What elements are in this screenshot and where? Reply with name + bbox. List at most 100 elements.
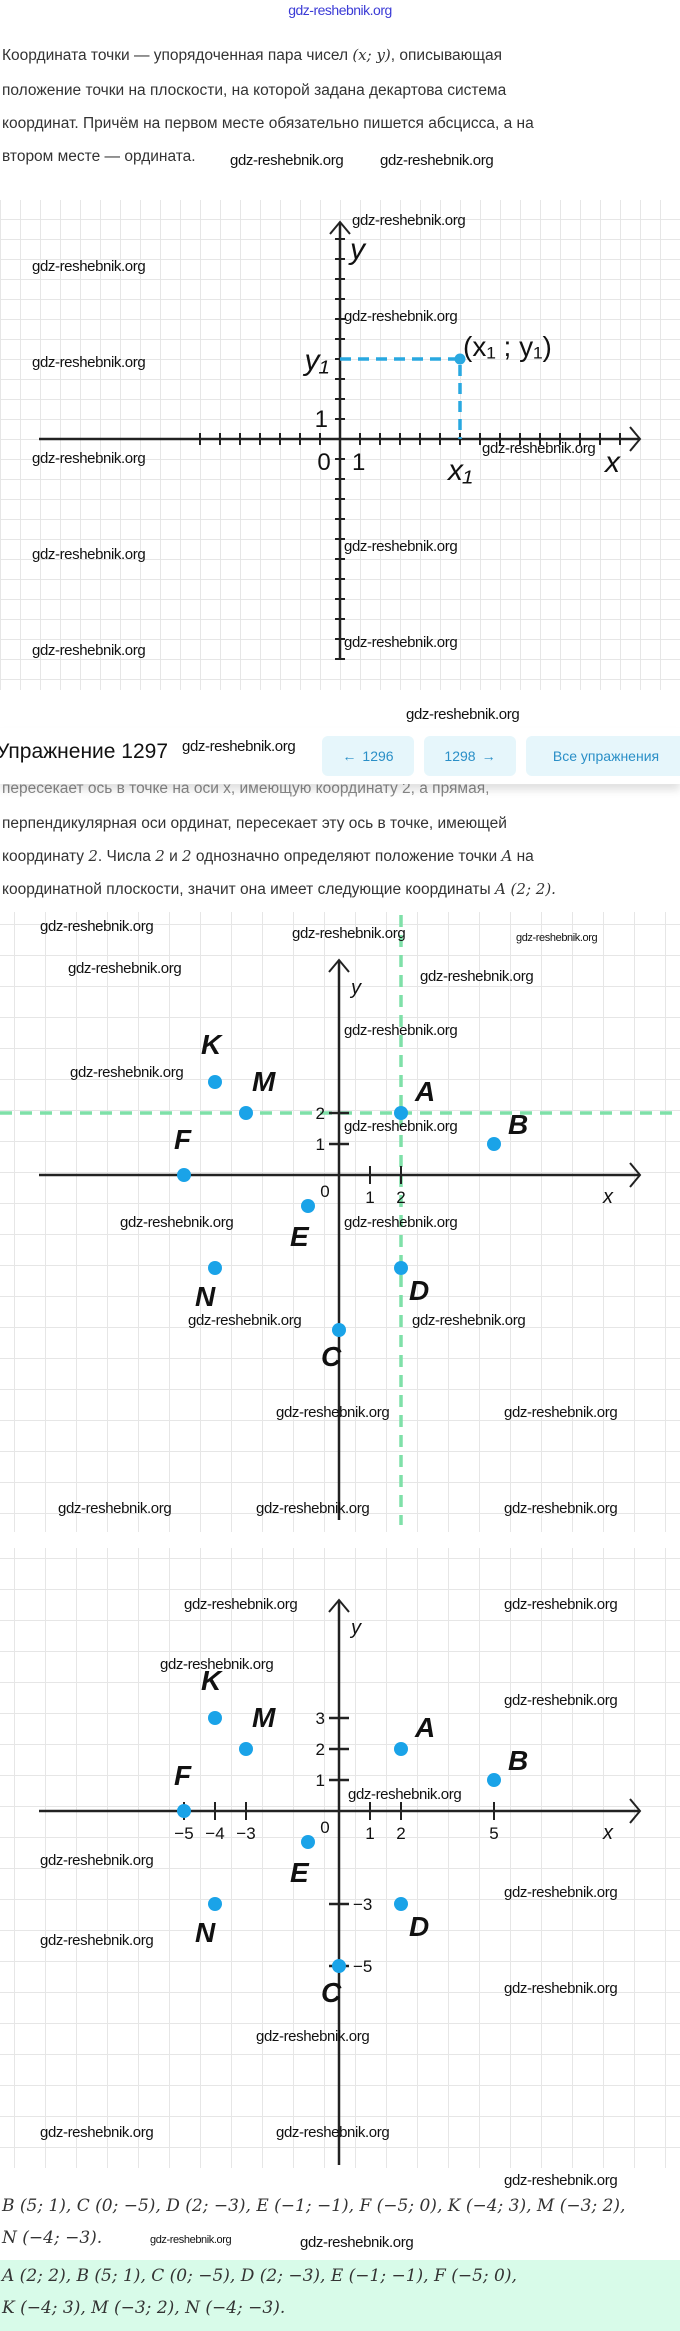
watermark: gdz-reshebnik.org	[150, 2234, 232, 2246]
solution-line-3: координатной плоскости, значит она имеет…	[2, 874, 556, 905]
watermark: gdz-reshebnik.org	[516, 932, 598, 944]
point-d	[394, 1261, 408, 1275]
watermark: gdz-reshebnik.org	[412, 1312, 526, 1329]
watermark: gdz-reshebnik.org	[420, 968, 534, 985]
next-exercise-button[interactable]: 1298 →	[424, 736, 516, 776]
watermark: gdz-reshebnik.org	[344, 1118, 458, 1135]
watermark: gdz-reshebnik.org	[276, 2124, 390, 2141]
y-tick-label: 2	[316, 1104, 325, 1123]
point-e	[301, 1199, 315, 1213]
watermark: gdz-reshebnik.org	[160, 1656, 274, 1673]
watermark: gdz-reshebnik.org	[380, 152, 494, 169]
point-label-n: N	[195, 1281, 216, 1312]
y-tick-label: −5	[353, 1957, 372, 1976]
point-label-e: E	[290, 1857, 310, 1888]
watermark: gdz-reshebnik.org	[32, 450, 146, 467]
point-c	[332, 1323, 346, 1337]
y-arrow-icon	[328, 1598, 350, 1613]
all-exercises-button[interactable]: Все упражнения	[526, 736, 680, 776]
site-watermark[interactable]: gdz-reshebnik.org	[288, 2, 392, 18]
x-tick-label: 2	[396, 1824, 405, 1843]
point-label-a: A	[414, 1712, 435, 1743]
t: и	[164, 848, 183, 865]
watermark: gdz-reshebnik.org	[68, 960, 182, 977]
t: однозначно определяют положение точки	[191, 848, 502, 865]
watermark: gdz-reshebnik.org	[344, 538, 458, 555]
y-tick-label: 1	[316, 1135, 325, 1154]
y-arrow-icon	[329, 220, 351, 235]
point-label-a: A	[414, 1076, 435, 1107]
point-label-k: K	[201, 1029, 223, 1060]
point-marker	[454, 353, 466, 365]
point-e	[301, 1835, 315, 1849]
x-axis-label: x	[602, 1186, 614, 1208]
watermark: gdz-reshebnik.org	[344, 634, 458, 651]
t: координатной плоскости, значит она имеет…	[2, 881, 495, 898]
watermark: gdz-reshebnik.org	[504, 2172, 618, 2189]
x-tick-label: −4	[205, 1824, 224, 1843]
y1-label: y₁	[303, 344, 329, 377]
watermark: gdz-reshebnik.org	[276, 1404, 390, 1421]
y-axis-label: y	[349, 1617, 362, 1639]
answer-line-2: K (−4; 3), M (−3; 2), N (−4; −3).	[2, 2298, 286, 2318]
watermark: gdz-reshebnik.org	[32, 354, 146, 371]
prev-exercise-button[interactable]: ←1296	[322, 736, 414, 776]
point-label-m: M	[252, 1066, 276, 1097]
y-axis-label: y	[348, 233, 367, 266]
m: 2	[155, 847, 165, 865]
watermark: gdz-reshebnik.org	[230, 152, 344, 169]
point-label-m: M	[252, 1702, 276, 1733]
watermark: gdz-reshebnik.org	[482, 440, 596, 457]
label: 1298	[444, 748, 476, 764]
point-a	[394, 1106, 408, 1120]
m: 2	[88, 847, 98, 865]
x-axis-label: x	[603, 446, 621, 479]
points-list-line-1: B (5; 1), C (0; −5), D (2; −3), E (−1; −…	[2, 2196, 626, 2216]
origin-label: 0	[317, 449, 330, 476]
point-m	[239, 1742, 253, 1756]
watermark: gdz-reshebnik.org	[40, 1852, 154, 1869]
watermark: gdz-reshebnik.org	[344, 1214, 458, 1231]
point-label-n: N	[195, 1917, 216, 1948]
point-label-f: F	[174, 1760, 192, 1791]
watermark: gdz-reshebnik.org	[406, 706, 520, 723]
solution-line-2: координату 2. Числа 2 и 2 однозначно опр…	[2, 841, 534, 872]
point-c	[332, 1959, 346, 1973]
intro-line-2: положение точки на плоскости, на которой…	[2, 82, 507, 99]
y-axis-label: y	[349, 977, 362, 999]
arrow-left-icon: ←	[342, 748, 357, 764]
watermark: gdz-reshebnik.org	[300, 2234, 414, 2251]
watermark: gdz-reshebnik.org	[292, 925, 406, 942]
watermark: gdz-reshebnik.org	[70, 1064, 184, 1081]
solution-line-1: перпендикулярная оси ординат, пересекает…	[2, 815, 507, 832]
watermark: gdz-reshebnik.org	[504, 1692, 618, 1709]
x1-label: x₁	[446, 454, 472, 487]
x-tick-label: 1	[365, 1824, 374, 1843]
y-tick-label: 1	[316, 1771, 325, 1790]
point-n	[208, 1897, 222, 1911]
t: на	[512, 848, 534, 865]
point-label: (x₁ ; y₁)	[463, 331, 552, 362]
point-b	[487, 1773, 501, 1787]
intro-line-1: Координата точки — упорядоченная пара чи…	[2, 40, 502, 71]
t: координату	[2, 848, 89, 865]
x-tick-label: 1	[365, 1188, 374, 1207]
watermark: gdz-reshebnik.org	[32, 642, 146, 659]
x-tick-label: −3	[236, 1824, 255, 1843]
x-arrow-icon	[629, 1798, 642, 1824]
point-k	[208, 1711, 222, 1725]
y-unit-label: 1	[315, 406, 328, 433]
t: . Числа	[97, 848, 156, 865]
watermark: gdz-reshebnik.org	[348, 1786, 462, 1803]
point-f	[177, 1804, 191, 1818]
guide-dashed-line	[340, 357, 462, 439]
point-label-d: D	[409, 1911, 429, 1942]
watermark: gdz-reshebnik.org	[120, 1214, 234, 1231]
watermark: gdz-reshebnik.org	[256, 1500, 370, 1517]
point-label-e: E	[290, 1221, 310, 1252]
arrow-right-icon: →	[481, 748, 496, 764]
m: A	[501, 847, 513, 865]
point-d	[394, 1897, 408, 1911]
